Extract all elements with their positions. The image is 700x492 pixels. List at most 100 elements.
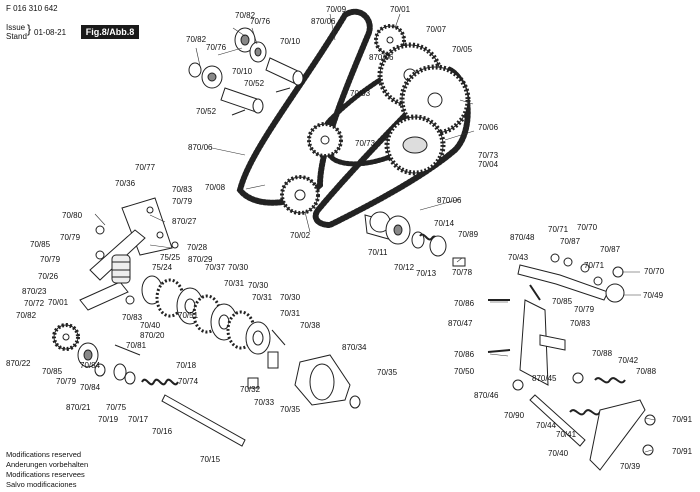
- part-label: 70/02: [290, 231, 311, 240]
- part-label: 70/73: [355, 139, 376, 148]
- part-label: 70/82: [235, 11, 256, 20]
- part-label: 70/43: [508, 253, 529, 262]
- part-label: 70/03: [350, 89, 371, 98]
- part-label: 70/72: [24, 299, 45, 308]
- right-lever-assembly: [487, 253, 656, 471]
- sprocket-70-01-left: [52, 323, 80, 351]
- part-label: 70/79: [40, 255, 61, 264]
- part-label: 70/35: [280, 405, 301, 414]
- part-label: 70/28: [187, 243, 208, 252]
- part-label: 70/79: [60, 233, 81, 242]
- part-label: 70/70: [577, 223, 598, 232]
- part-label: 70/88: [592, 349, 613, 358]
- part-label: 70/30: [280, 293, 301, 302]
- part-label: 70/42: [618, 356, 639, 365]
- part-label: 70/33: [254, 398, 275, 407]
- part-label: 70/41: [556, 430, 577, 439]
- part-label: 70/82: [16, 311, 37, 320]
- part-label: 70/07: [426, 25, 447, 34]
- part-number-labels: 70/8270/7670/1070/09870/0670/0170/0770/0…: [6, 5, 693, 471]
- part-label: 70/71: [584, 261, 605, 270]
- part-label: 870/06: [437, 196, 462, 205]
- part-label: 70/79: [172, 197, 193, 206]
- part-label: 70/87: [560, 237, 581, 246]
- part-label: 70/01: [48, 298, 69, 307]
- part-label: 70/85: [30, 240, 51, 249]
- part-label: 70/76: [206, 43, 227, 52]
- part-label: 70/49: [643, 291, 664, 300]
- part-label: 70/83: [172, 185, 193, 194]
- brace: }: [27, 22, 32, 36]
- part-label: 70/17: [128, 415, 149, 424]
- part-label: 870/23: [22, 287, 47, 296]
- part-label: 70/31: [280, 309, 301, 318]
- note-line: Anderungen vorbehalten: [6, 460, 89, 469]
- part-label: 70/76: [250, 17, 271, 26]
- part-label: 870/06: [311, 17, 336, 26]
- part-label: 70/51: [178, 311, 199, 320]
- note-line: Modifications reserved: [6, 450, 82, 459]
- part-label: 70/84: [80, 383, 101, 392]
- part-label: 70/89: [458, 230, 479, 239]
- part-label: 870/46: [474, 391, 499, 400]
- part-label: 70/71: [548, 225, 569, 234]
- part-label: 70/16: [152, 427, 173, 436]
- part-label: 70/78: [452, 268, 473, 277]
- part-label: 70/40: [548, 449, 569, 458]
- middle-spacers: [364, 211, 466, 267]
- part-label: 75/25: [160, 253, 181, 262]
- part-label: 70/19: [98, 415, 119, 424]
- part-label: 870/20: [140, 331, 165, 340]
- part-label: 75/24: [152, 263, 173, 272]
- part-label: 70/30: [228, 263, 249, 272]
- part-label: 70/30: [248, 281, 269, 290]
- part-label: 70/87: [600, 245, 621, 254]
- part-label: 70/88: [636, 367, 657, 376]
- part-label: 870/22: [6, 359, 31, 368]
- part-label: 70/10: [232, 67, 253, 76]
- part-label: 70/75: [106, 403, 127, 412]
- note-line: Salvo modificaciones: [6, 480, 77, 489]
- part-label: 70/31: [252, 293, 273, 302]
- part-label: 870/48: [510, 233, 535, 242]
- part-label: 70/84: [80, 361, 101, 370]
- part-label: 70/70: [644, 267, 665, 276]
- part-label: 70/12: [394, 263, 415, 272]
- sprocket-70-03: [307, 122, 343, 158]
- part-label: 70/01: [390, 5, 411, 14]
- part-label: 70/04: [478, 160, 499, 169]
- part-label: 70/08: [205, 183, 226, 192]
- sprocket-set: [52, 24, 471, 351]
- footer-notes: Modifications reserved Anderungen vorbeh…: [6, 450, 88, 490]
- part-label: 70/90: [504, 411, 525, 420]
- part-label: 70/31: [224, 279, 245, 288]
- note-line: Modifications reservees: [6, 470, 85, 479]
- part-label: 70/35: [377, 368, 398, 377]
- part-label: 70/09: [326, 5, 347, 14]
- part-label: 70/05: [452, 45, 473, 54]
- part-label: 870/45: [532, 374, 557, 383]
- part-label: 70/14: [434, 219, 455, 228]
- part-label: 70/85: [552, 297, 573, 306]
- part-label: 70/18: [176, 361, 197, 370]
- part-label: 870/06: [369, 53, 394, 62]
- document-number: F 016 310 642: [6, 4, 58, 13]
- part-label: 70/79: [574, 305, 595, 314]
- part-label: 70/85: [42, 367, 63, 376]
- part-label: 70/91: [672, 447, 693, 456]
- part-label: 870/29: [188, 255, 213, 264]
- part-label: 70/81: [126, 341, 147, 350]
- issue-label: Issue: [6, 23, 26, 32]
- part-label: 70/15: [200, 455, 221, 464]
- issue-date: 01-08-21: [34, 28, 67, 37]
- left-bracket-assembly: [79, 197, 179, 311]
- part-label: 70/82: [186, 35, 207, 44]
- part-label: 70/91: [672, 415, 693, 424]
- stand-label: Stand: [6, 32, 27, 41]
- part-label: 870/27: [172, 217, 197, 226]
- sprocket-70-06: [384, 114, 446, 176]
- part-label: 70/83: [570, 319, 591, 328]
- figure-label: Fig.8/Abb.8: [81, 25, 139, 39]
